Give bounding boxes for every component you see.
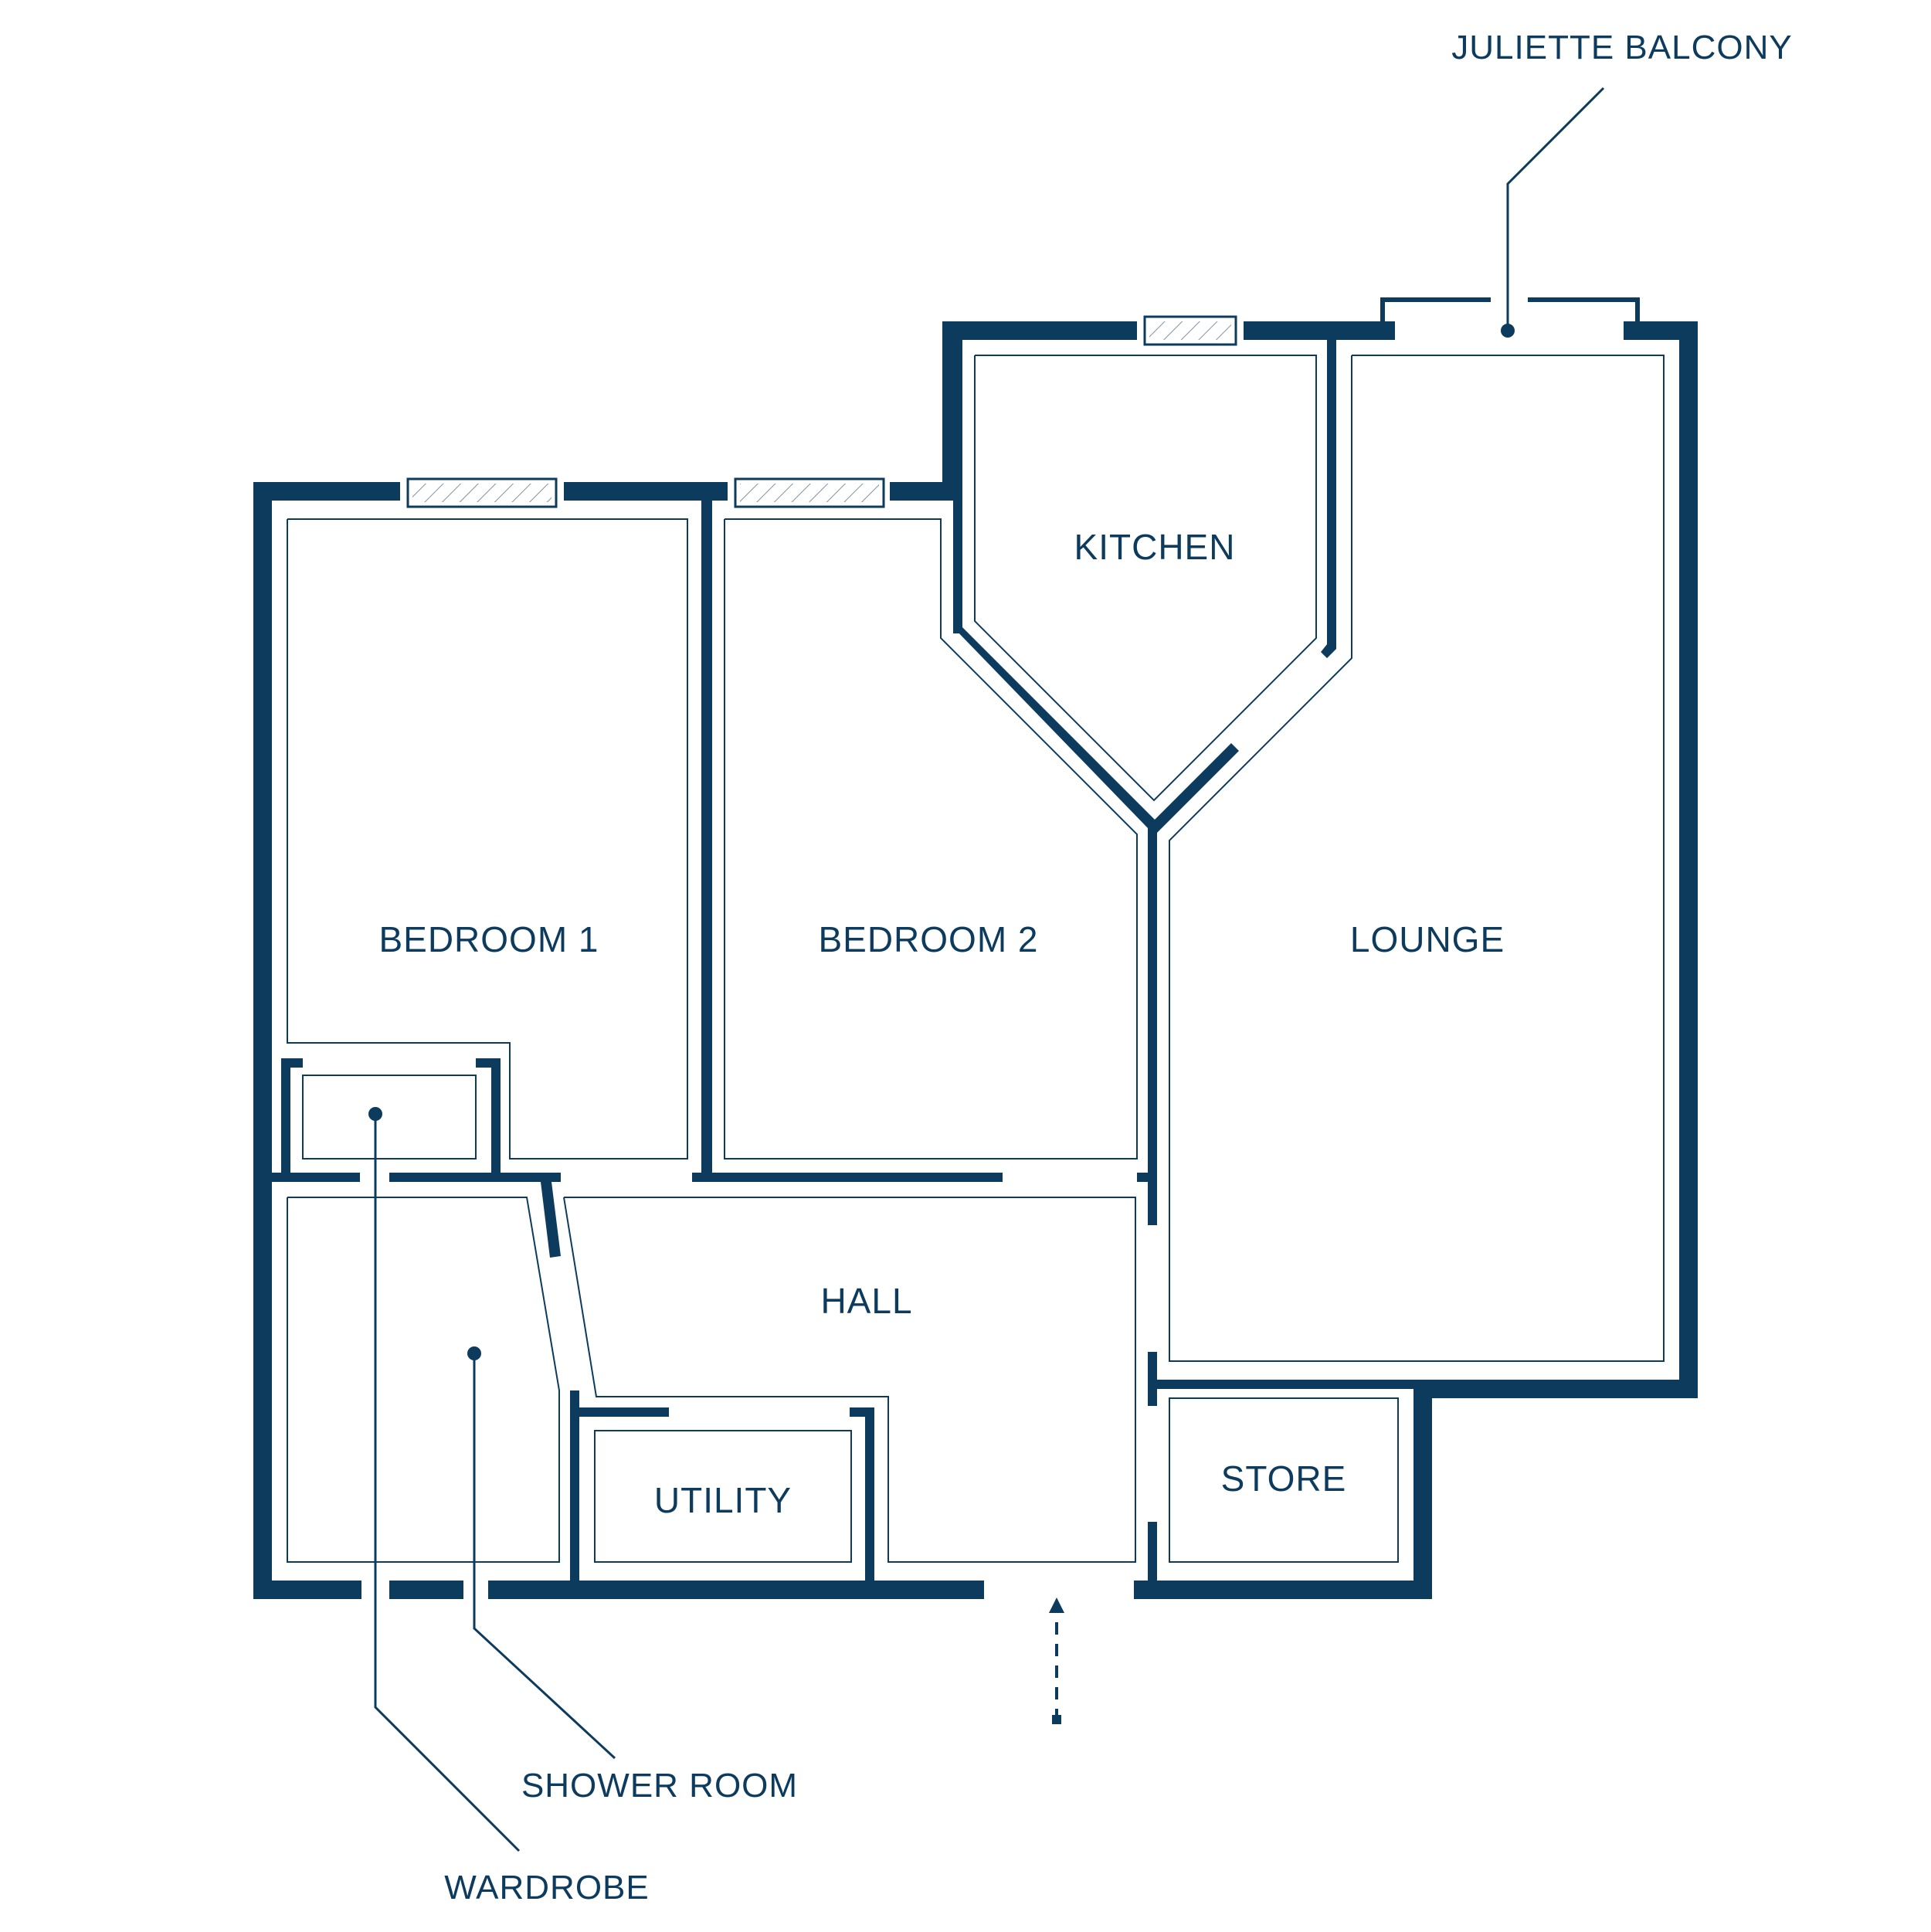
- label-kitchen: KITCHEN: [1074, 527, 1236, 567]
- callout-juliette-balcony: JULIETTE BALCONY: [1451, 29, 1792, 338]
- interior-walls: [272, 340, 1413, 1585]
- label-bedroom2: BEDROOM 2: [818, 919, 1038, 959]
- balcony-rails: [1380, 297, 1640, 324]
- label-utility: UTILITY: [654, 1480, 792, 1520]
- dashed-up-arrow-icon: [1049, 1598, 1064, 1724]
- label-hall: HALL: [820, 1281, 912, 1321]
- room-labels: KITCHEN BEDROOM 1 BEDROOM 2 LOUNGE HALL …: [378, 527, 1505, 1520]
- label-lounge: LOUNGE: [1350, 919, 1505, 959]
- label-store: STORE: [1221, 1458, 1347, 1499]
- label-shower-room: SHOWER ROOM: [521, 1767, 798, 1805]
- label-wardrobe: WARDROBE: [444, 1869, 650, 1907]
- callout-shower-room: SHOWER ROOM: [467, 1346, 798, 1805]
- windows: [406, 315, 1237, 508]
- label-bedroom1: BEDROOM 1: [378, 919, 599, 959]
- outer-walls: [253, 321, 1698, 1599]
- room-outlines: [287, 355, 1665, 1563]
- label-juliette-balcony: JULIETTE BALCONY: [1451, 29, 1792, 66]
- callout-wardrobe: WARDROBE: [368, 1107, 650, 1907]
